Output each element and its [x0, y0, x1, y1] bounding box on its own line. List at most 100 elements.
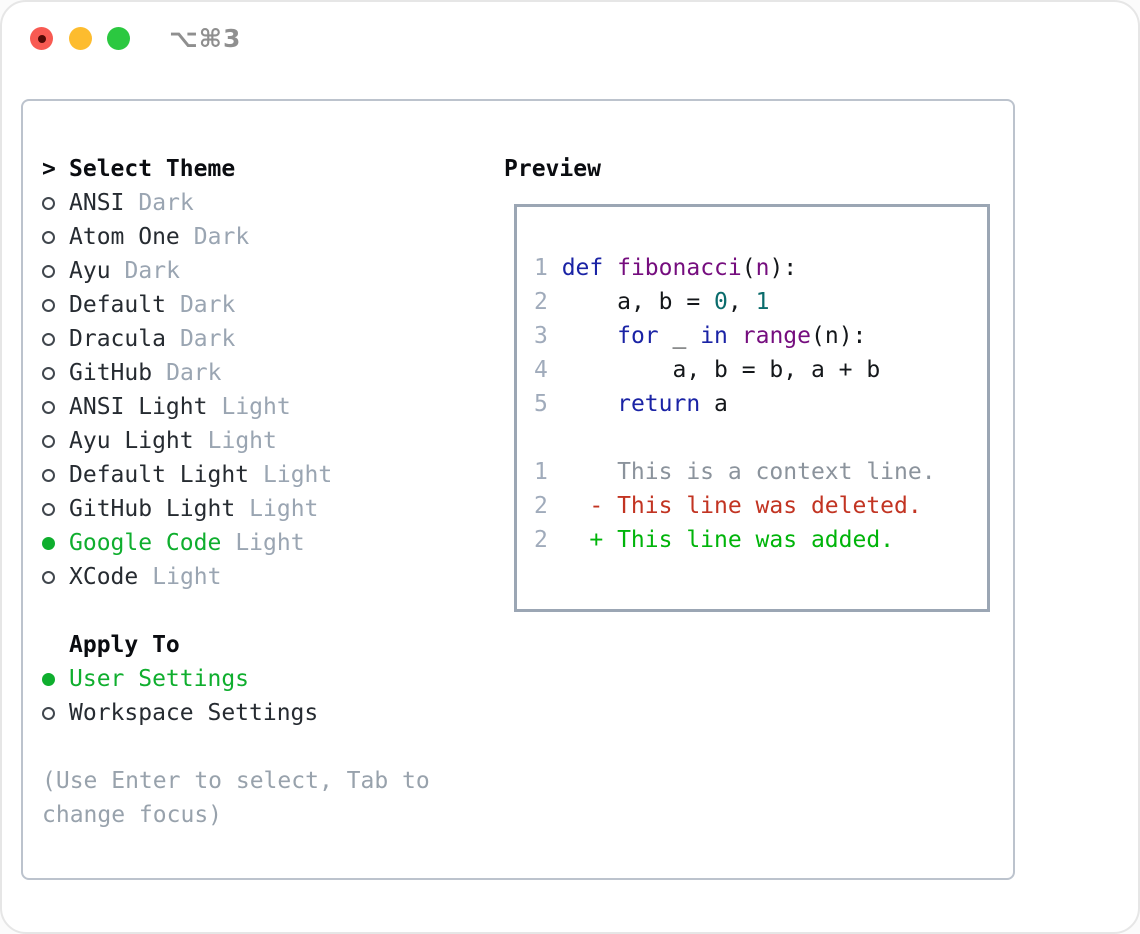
- theme-option-ansi-light[interactable]: ANSI Light Light: [42, 390, 332, 424]
- theme-option-variant: Light: [221, 394, 291, 420]
- code-token: ):: [769, 255, 798, 281]
- theme-option-github-light[interactable]: GitHub Light Light: [42, 492, 332, 526]
- radio-icon: [42, 502, 69, 516]
- code-token: a, b = b, a + b: [561, 357, 881, 383]
- minimize-button[interactable]: [69, 27, 92, 50]
- apply-to-option-user-settings[interactable]: User Settings: [42, 662, 318, 696]
- radio-unselected-icon: [42, 706, 55, 720]
- theme-list-title: Select Theme: [69, 156, 236, 182]
- theme-option-variant: Dark: [193, 224, 250, 250]
- theme-option-label: Default Light: [69, 462, 250, 488]
- code-token: ,: [727, 289, 756, 315]
- theme-option-default[interactable]: Default Dark: [42, 288, 332, 322]
- code-line: 5 return a: [534, 387, 987, 421]
- theme-option-variant: Dark: [179, 326, 236, 352]
- code-line: 2 a, b = 0, 1: [534, 285, 987, 319]
- theme-option-variant: Dark: [179, 292, 236, 318]
- theme-option-label: GitHub Light: [69, 496, 236, 522]
- theme-option-variant: Dark: [124, 258, 180, 284]
- code-token: a, b =: [561, 289, 715, 315]
- theme-option-label: Ayu Light: [69, 428, 194, 454]
- line-number: 2: [534, 527, 590, 553]
- code-token: return: [617, 391, 701, 417]
- code-token: in: [700, 323, 728, 349]
- code-token: [603, 255, 617, 281]
- close-button[interactable]: [30, 27, 53, 50]
- radio-icon: [42, 434, 69, 448]
- radio-unselected-icon: [42, 570, 55, 584]
- diff-text: + This line was added.: [589, 527, 895, 553]
- apply-to-title: Apply To: [69, 632, 180, 658]
- preview-title: Preview: [504, 156, 601, 182]
- apply-to-option-workspace-settings[interactable]: Workspace Settings: [42, 696, 318, 730]
- theme-option-label: ANSI: [69, 190, 125, 216]
- apply-to-option-label: Workspace Settings: [69, 700, 319, 726]
- theme-option-variant: Dark: [138, 190, 194, 216]
- radio-unselected-icon: [42, 264, 55, 278]
- code-token: [562, 391, 617, 417]
- radio-unselected-icon: [42, 366, 55, 380]
- code-token: (n):: [811, 323, 867, 349]
- line-number: 3: [534, 323, 562, 349]
- radio-unselected-icon: [42, 196, 55, 210]
- code-line: 1 def fibonacci(n):: [534, 251, 987, 285]
- window-title: ⌥⌘3: [169, 24, 242, 53]
- theme-option-label: Ayu: [69, 258, 111, 284]
- theme-option-default-light[interactable]: Default Light Light: [42, 458, 332, 492]
- line-number: 1: [534, 255, 562, 281]
- code-token: [728, 323, 742, 349]
- theme-option-dracula[interactable]: Dracula Dark: [42, 322, 332, 356]
- code-line: 4 a, b = b, a + b: [534, 353, 987, 387]
- theme-option-label: Default: [69, 292, 166, 318]
- radio-icon: [42, 366, 69, 380]
- code-token: [562, 323, 617, 349]
- radio-unselected-icon: [42, 332, 55, 346]
- theme-option-label: Dracula: [69, 326, 166, 352]
- diff-text: - This line was deleted.: [589, 493, 922, 519]
- radio-icon: [42, 672, 69, 686]
- radio-icon: [42, 536, 69, 550]
- radio-icon: [42, 400, 69, 414]
- theme-option-variant: Light: [263, 462, 333, 488]
- zoom-button[interactable]: [107, 27, 130, 50]
- theme-option-ayu[interactable]: Ayu Dark: [42, 254, 332, 288]
- radio-selected-icon: [42, 536, 55, 550]
- line-number: 2: [534, 493, 590, 519]
- code-token: fibonacci: [617, 255, 742, 281]
- radio-icon: [42, 570, 69, 584]
- radio-unselected-icon: [42, 434, 55, 448]
- code-token: def: [561, 255, 604, 281]
- line-number: 2: [534, 289, 562, 315]
- cursor-caret-icon: >: [42, 156, 56, 182]
- theme-option-variant: Light: [207, 428, 277, 454]
- line-number: 5: [534, 391, 562, 417]
- code-token: 0: [714, 289, 728, 315]
- theme-option-ansi[interactable]: ANSI Dark: [42, 186, 332, 220]
- code-token: _: [658, 323, 701, 349]
- radio-icon: [42, 264, 69, 278]
- apply-to-option-label: User Settings: [69, 666, 250, 692]
- theme-option-variant: Light: [235, 530, 305, 556]
- theme-option-ayu-light[interactable]: Ayu Light Light: [42, 424, 332, 458]
- help-text: (Use Enter to select, Tab to change focu…: [42, 768, 430, 828]
- radio-unselected-icon: [42, 468, 55, 482]
- radio-unselected-icon: [42, 400, 55, 414]
- radio-icon: [42, 706, 69, 720]
- apply-to-header-row: Apply To: [42, 628, 318, 662]
- theme-option-label: ANSI Light: [69, 394, 208, 420]
- titlebar: ⌥⌘3: [2, 2, 1138, 74]
- code-token: for: [617, 323, 659, 349]
- diff-text: This is a context line.: [589, 459, 936, 485]
- theme-option-variant: Light: [249, 496, 319, 522]
- radio-icon: [42, 230, 69, 244]
